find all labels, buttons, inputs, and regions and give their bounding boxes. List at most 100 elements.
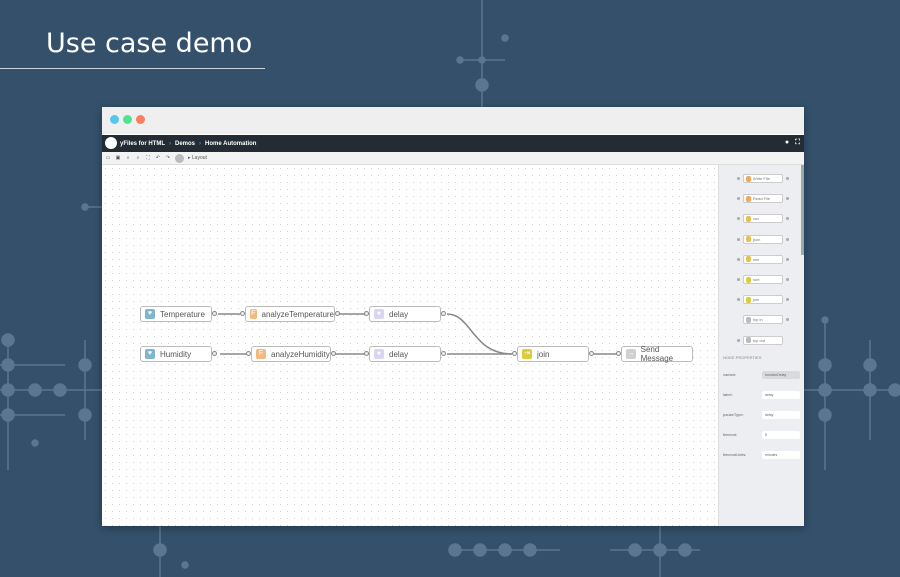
graph-node[interactable]: ♥ Humidity bbox=[140, 346, 212, 362]
property-input: functionDelay bbox=[762, 370, 800, 379]
palette-input-port bbox=[737, 237, 740, 241]
window-dot-red[interactable] bbox=[136, 115, 145, 124]
open-icon[interactable]: ▭ bbox=[105, 155, 111, 161]
property-input[interactable]: delay bbox=[762, 390, 800, 399]
output-port[interactable] bbox=[589, 351, 594, 356]
palette-item[interactable]: Read File bbox=[743, 194, 783, 204]
palette-scrollbar[interactable] bbox=[801, 165, 804, 255]
property-row: timeoutUnits: minutes bbox=[723, 450, 800, 459]
fullscreen-icon[interactable]: ⛶ bbox=[795, 139, 800, 146]
palette-output-port bbox=[786, 217, 789, 221]
palette-input-port bbox=[737, 197, 740, 201]
property-label: label: bbox=[723, 392, 733, 397]
output-port[interactable] bbox=[212, 351, 217, 356]
graph-node[interactable]: ⇥join bbox=[517, 346, 589, 362]
output-port[interactable] bbox=[331, 351, 336, 356]
palette-item-label: Write File bbox=[753, 176, 770, 181]
node-label: delay bbox=[389, 349, 409, 359]
property-input[interactable]: delay bbox=[762, 410, 800, 419]
node-label: analyzeHumidity bbox=[271, 349, 330, 359]
app-title-link[interactable]: yFiles for HTML bbox=[120, 140, 166, 147]
input-port[interactable] bbox=[364, 351, 369, 356]
output-port[interactable] bbox=[441, 311, 446, 316]
property-input[interactable]: minutes bbox=[762, 450, 800, 459]
property-row: timeout:5 bbox=[723, 430, 800, 439]
node-label: delay bbox=[389, 309, 409, 319]
property-input[interactable]: 5 bbox=[762, 430, 800, 439]
node-type-icon bbox=[746, 296, 751, 303]
palette-item-label: json bbox=[753, 236, 761, 242]
window-dot-green[interactable] bbox=[123, 115, 132, 124]
palette-item[interactable]: tcp in bbox=[743, 315, 783, 325]
redo-icon[interactable]: ↷ bbox=[165, 155, 171, 161]
palette-item-label: csv bbox=[753, 216, 759, 222]
palette-item[interactable]: sort bbox=[743, 275, 783, 284]
palette-item-label: Read File bbox=[753, 196, 771, 202]
node-type-icon bbox=[746, 316, 751, 323]
palette-item[interactable]: tcp out bbox=[743, 335, 783, 345]
palette-item[interactable]: json bbox=[743, 234, 783, 244]
undo-icon[interactable]: ↶ bbox=[155, 155, 161, 161]
input-port[interactable] bbox=[240, 311, 245, 316]
graph-node[interactable]: →Send Message bbox=[621, 345, 693, 363]
enter-icon: ⇥ bbox=[522, 349, 532, 359]
graph-node[interactable]: ●delay bbox=[369, 306, 441, 322]
property-row: pauseType:delay bbox=[723, 410, 800, 419]
node-label: Humidity bbox=[160, 349, 192, 359]
breadcrumb-demos[interactable]: Demos bbox=[175, 140, 196, 147]
github-icon[interactable]: ● bbox=[784, 139, 790, 146]
palette-output-port bbox=[786, 177, 789, 180]
palette-output-port bbox=[786, 237, 789, 241]
property-label: timeoutUnits: bbox=[723, 452, 747, 457]
save-icon[interactable]: ▣ bbox=[115, 155, 121, 161]
input-port[interactable] bbox=[364, 311, 369, 316]
output-port[interactable] bbox=[441, 351, 446, 356]
node-label: Send Message bbox=[640, 345, 674, 363]
graph-node[interactable]: ● delay bbox=[369, 346, 441, 362]
palette-input-port bbox=[737, 338, 740, 342]
palette-item[interactable]: Write File bbox=[743, 174, 783, 183]
node-type-icon bbox=[746, 175, 751, 182]
snapping-icon[interactable] bbox=[175, 153, 184, 163]
node-type-icon bbox=[746, 215, 751, 222]
property-label: variant: bbox=[723, 372, 737, 377]
zoom-in-icon[interactable]: ⌕ bbox=[126, 155, 130, 161]
heart-icon: ♥ bbox=[145, 349, 155, 359]
window-dot-blue[interactable] bbox=[110, 115, 119, 124]
palette-output-port bbox=[786, 257, 789, 261]
palette-output-port bbox=[786, 298, 789, 302]
drop-icon: ● bbox=[374, 349, 384, 359]
node-type-icon bbox=[746, 236, 751, 243]
zoom-out-icon[interactable]: ⌕ bbox=[136, 155, 140, 161]
output-port[interactable] bbox=[335, 311, 340, 316]
property-row: variant: functionDelay bbox=[723, 370, 800, 379]
palette-item[interactable]: csv bbox=[743, 214, 783, 224]
heading-underline bbox=[0, 68, 265, 69]
palette-input-port bbox=[737, 217, 740, 221]
input-port[interactable] bbox=[512, 351, 517, 356]
app-window: yFiles for HTML› Demos› Home Automation … bbox=[102, 107, 804, 526]
output-port[interactable] bbox=[212, 311, 217, 316]
input-port[interactable] bbox=[616, 351, 621, 356]
node-label: analyzeTemperature bbox=[261, 309, 334, 319]
palette-input-port bbox=[737, 177, 740, 180]
graph-node[interactable]: ♥Temperature bbox=[140, 306, 212, 322]
function-icon: F bbox=[250, 309, 257, 319]
palette-output-port bbox=[786, 278, 789, 281]
palette-item-label: tcp in bbox=[753, 317, 763, 323]
palette-item-label: sort bbox=[753, 277, 760, 282]
breadcrumb-home-automation: Home Automation bbox=[205, 140, 257, 147]
layout-button[interactable]: ▸ Layout bbox=[188, 155, 207, 161]
page-heading: Use case demo bbox=[46, 28, 253, 59]
input-port[interactable] bbox=[246, 351, 251, 356]
yfiles-logo-icon[interactable] bbox=[105, 137, 117, 149]
palette-item[interactable]: xml bbox=[743, 254, 783, 264]
palette-item[interactable]: join bbox=[743, 295, 783, 305]
property-row: label: delay bbox=[723, 390, 800, 399]
fit-icon[interactable]: ⛶ bbox=[146, 155, 150, 161]
